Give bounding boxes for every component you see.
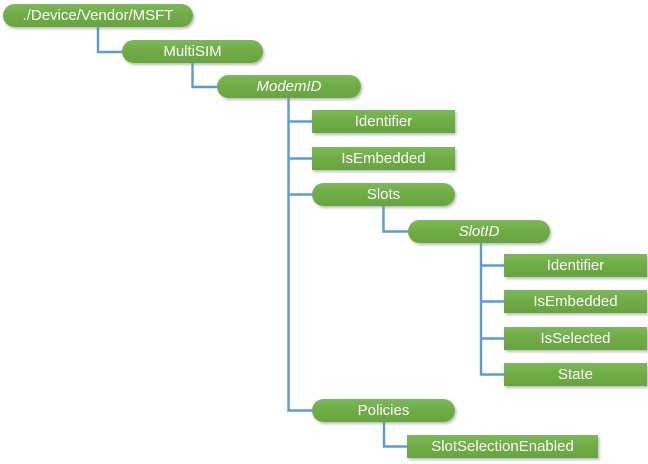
- node-slotid-isembedded: IsEmbedded: [504, 290, 647, 313]
- connector-policies-sse: [382, 422, 407, 448]
- connector-root-multisim: [96, 27, 122, 54]
- node-slotid-state: State: [504, 363, 647, 386]
- connector-multisim-modemid: [191, 63, 217, 89]
- node-modemid-identifier: Identifier: [312, 110, 455, 133]
- node-slotid-isselected: IsSelected: [504, 327, 647, 350]
- connector-slots-slotid: [382, 206, 408, 233]
- node-slots: Slots: [312, 183, 455, 206]
- connector-slotid-trunk: [479, 243, 504, 376]
- node-device-vendor-msft: ./Device/Vendor/MSFT: [3, 4, 193, 27]
- node-slotid: SlotID: [408, 220, 550, 243]
- node-multisim: MultiSIM: [122, 40, 263, 63]
- node-slotid-identifier: Identifier: [504, 254, 647, 277]
- node-modemid-isembedded: IsEmbedded: [312, 147, 455, 170]
- node-modemid: ModemID: [217, 75, 361, 98]
- node-policies: Policies: [312, 399, 455, 422]
- node-slotselectionenabled: SlotSelectionEnabled: [407, 435, 598, 458]
- connector-modemid-trunk: [287, 98, 312, 412]
